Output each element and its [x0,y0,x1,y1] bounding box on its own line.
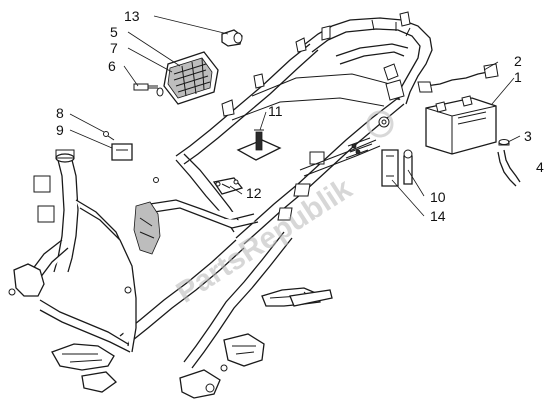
callout-2: 2 [514,53,522,69]
callout-4: 4 [536,159,544,175]
washer-icon [156,87,164,97]
fuse-box-icon [163,51,219,105]
watermark-logo: PartsRepublik [171,172,358,310]
callout-3: 3 [524,128,532,144]
callout-7: 7 [110,40,118,56]
callout-9: 9 [56,122,64,138]
callout-5: 5 [110,24,118,40]
callout-10: 10 [430,189,446,205]
battery-icon [425,95,497,155]
callout-11: 11 [268,103,283,119]
fuse-holder-icon [103,131,133,161]
scooter-frame [8,11,433,399]
bracket-12-icon [212,177,244,195]
rubber-cap-13-icon [221,29,243,47]
strap-icon [497,149,521,187]
cable-icon [417,63,499,93]
callout-6: 6 [108,58,116,74]
callout-13: 13 [124,8,140,24]
leader-lines [69,15,521,217]
cap-icon [498,139,510,146]
watermark-text: PartsRepublik [171,172,358,310]
callout-12: 12 [246,185,262,201]
callout-8: 8 [56,105,64,121]
callout-14: 14 [430,208,446,224]
battery-bracket-icon [381,149,413,187]
gear-icon [366,110,394,138]
callout-labels: 13 5 7 6 8 9 11 12 2 1 3 4 10 14 [56,8,544,224]
callout-1: 1 [514,69,522,85]
mount-plate-11-icon [236,129,282,161]
